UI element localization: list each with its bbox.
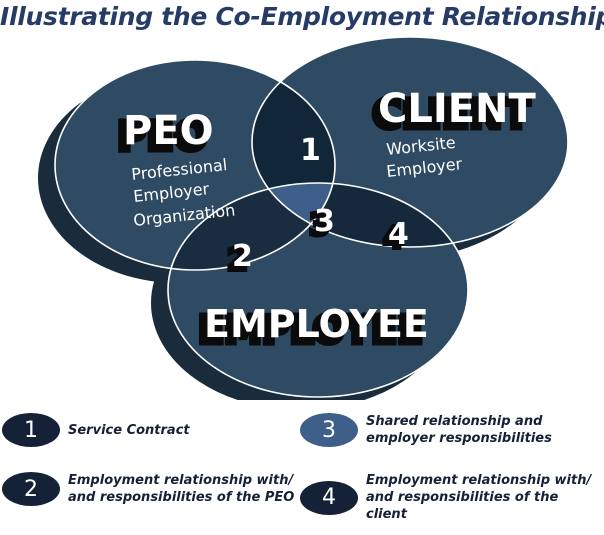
legend-badge-4: 4 bbox=[300, 480, 358, 515]
region-2-number: 2 bbox=[232, 239, 253, 274]
legend-text-4: Employment relationship with/ and respon… bbox=[366, 473, 592, 522]
peo-heading-shadow: PEO bbox=[117, 114, 208, 160]
employee-circle-outline bbox=[167, 182, 469, 398]
region-4-number: 4 bbox=[388, 217, 409, 252]
client-circle-outline bbox=[251, 36, 569, 248]
legend-item-1: 1 Service Contract bbox=[2, 413, 288, 447]
region-4-number-shadow: 4 bbox=[383, 221, 404, 256]
legend-badge-2: 2 bbox=[2, 472, 60, 506]
employee-heading: EMPLOYEE bbox=[204, 302, 429, 346]
region-2-overlap bbox=[168, 183, 335, 270]
venn-diagram: PEO PEO CLIENT CLIENT EMPLOYEE EMPLOYEE … bbox=[38, 36, 569, 400]
legend-badge-3: 3 bbox=[300, 413, 358, 447]
legend-text-3: Shared relationship and employer respons… bbox=[366, 414, 552, 446]
diagram-title: Illustrating the Co-Employment Relations… bbox=[0, 2, 604, 31]
region-1-number: 1 bbox=[300, 133, 321, 168]
client-heading-shadow: CLIENT bbox=[372, 92, 531, 138]
legend-item-3: 3 Shared relationship and employer respo… bbox=[300, 413, 566, 447]
region-4-overlap bbox=[252, 183, 468, 247]
legend-badge-1: 1 bbox=[2, 413, 60, 447]
region-3-number: 3 bbox=[314, 204, 335, 239]
peo-circle-outline bbox=[54, 59, 336, 271]
legend-item-2: 2 Employment relationship with/ and resp… bbox=[2, 472, 296, 506]
legend-text-1: Service Contract bbox=[68, 422, 190, 438]
employee-heading-shadow: EMPLOYEE bbox=[198, 308, 423, 352]
legend-item-4: 4 Employment relationship with/ and resp… bbox=[300, 472, 598, 523]
peo-heading: PEO bbox=[123, 108, 214, 154]
client-heading: CLIENT bbox=[378, 86, 537, 132]
legend-text-2: Employment relationship with/ and respon… bbox=[68, 473, 295, 505]
region-2-number-shadow: 2 bbox=[227, 243, 248, 278]
region-3-number-shadow: 3 bbox=[309, 208, 330, 243]
